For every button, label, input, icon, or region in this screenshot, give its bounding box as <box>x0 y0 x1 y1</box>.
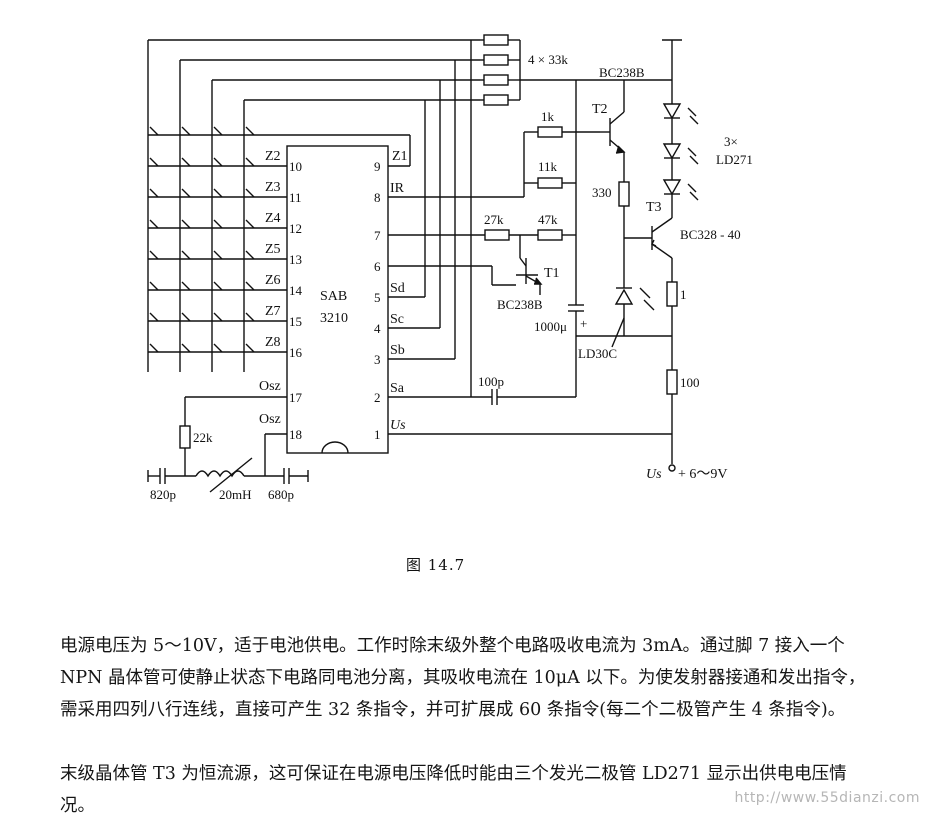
pin-label-z7: Z7 <box>265 304 281 319</box>
label-r-1: 1 <box>680 287 687 302</box>
label-led-type: LD271 <box>716 152 753 167</box>
pin-num-14: 14 <box>289 283 303 298</box>
right-pin-labels: 9 Z1 8 IR 7 6 5 Sd 4 Sc 3 Sb 2 Sa 1 Us <box>374 149 408 442</box>
left-pin-labels: Z2 10 Z3 11 Z4 12 Z5 13 Z6 14 Z7 15 Z8 1… <box>259 149 303 442</box>
label-t3-type: BC328 - 40 <box>680 227 741 242</box>
label-r-1k: 1k <box>541 109 555 124</box>
label-cap-100p: 100p <box>478 374 504 389</box>
pin-label-z3: Z3 <box>265 180 281 195</box>
label-r-100: 100 <box>680 375 700 390</box>
ir-resistors <box>410 126 600 198</box>
left-pin-stubs <box>258 165 287 435</box>
pin-label-sd: Sd <box>390 281 405 296</box>
resistor-array-4x33k <box>480 34 672 106</box>
label-r-22k: 22k <box>193 430 213 445</box>
pin-label-z2: Z2 <box>265 149 281 164</box>
label-t1: T1 <box>544 266 560 281</box>
pin-label-ir: IR <box>390 181 405 196</box>
pin-label-osz-17: Osz <box>259 379 281 394</box>
transistor-t3 <box>639 217 678 472</box>
label-cap-820p: 820p <box>150 487 176 502</box>
figure-caption: 图 14.7 <box>406 556 466 574</box>
pin-num-6: 6 <box>374 259 381 274</box>
pin-num-13: 13 <box>289 252 302 267</box>
label-led-count: 3× <box>724 134 738 149</box>
pin-label-z1: Z1 <box>392 149 408 164</box>
label-r-27k: 27k <box>484 212 504 227</box>
pin-num-7: 7 <box>374 228 381 243</box>
pin-num-5: 5 <box>374 290 381 305</box>
pin-num-12: 12 <box>289 221 302 236</box>
ic-number: 3210 <box>320 311 348 326</box>
pin-num-4: 4 <box>374 321 381 336</box>
label-cap-680p: 680p <box>268 487 294 502</box>
pin-num-2: 2 <box>374 390 381 405</box>
label-cap-plus: + <box>580 316 587 331</box>
transistor-t2 <box>600 80 626 182</box>
key-matrix <box>147 39 480 397</box>
pin-num-15: 15 <box>289 314 302 329</box>
label-cap-1000: 1000μ <box>534 319 567 334</box>
pin-num-3: 3 <box>374 352 381 367</box>
circuit-schematic: SAB 3210 Z2 10 Z3 11 Z4 12 Z5 13 Z6 14 Z… <box>147 34 753 502</box>
label-supply-us: Us <box>646 467 662 482</box>
pin-num-9: 9 <box>374 159 381 174</box>
ic-body <box>286 145 389 454</box>
r330-ld30c <box>611 181 652 348</box>
paragraph-1: 电源电压为 5～10V，适于电池供电。工作时除末级外整个电路吸收电流为 3mA。… <box>60 635 866 720</box>
pin-num-10: 10 <box>289 159 302 174</box>
pin-label-z4: Z4 <box>265 211 281 226</box>
pin-label-sa: Sa <box>390 381 405 396</box>
supply-rail <box>662 39 699 218</box>
pin-num-17: 17 <box>289 390 303 405</box>
ic-name: SAB <box>320 289 347 304</box>
pin-num-8: 8 <box>374 190 381 205</box>
pin-num-11: 11 <box>289 190 302 205</box>
label-t2: T2 <box>592 102 608 117</box>
pin-num-1: 1 <box>374 427 381 442</box>
pin-label-z6: Z6 <box>265 273 281 288</box>
label-resistor-array: 4 × 33k <box>528 52 568 67</box>
label-ld30c: LD30C <box>578 346 617 361</box>
watermark: http://www.55dianzi.com <box>734 790 920 806</box>
pin-label-z8: Z8 <box>265 335 281 350</box>
pin-num-16: 16 <box>289 345 303 360</box>
pin7-network <box>484 229 576 295</box>
pin-label-sb: Sb <box>390 343 405 358</box>
pin-label-z5: Z5 <box>265 242 281 257</box>
pin-label-osz-18: Osz <box>259 412 281 427</box>
label-t3: T3 <box>646 200 662 215</box>
right-pin-stubs <box>388 165 672 435</box>
label-r-47k: 47k <box>538 212 558 227</box>
ic-notch <box>321 441 349 454</box>
label-r-330: 330 <box>592 185 612 200</box>
pin-num-18: 18 <box>289 427 302 442</box>
label-supply-value: + 6～9V <box>678 467 728 482</box>
pin-label-us: Us <box>390 418 406 433</box>
paragraph-2: 末级晶体管 T3 为恒流源，这可保证在电源电压降低时能由三个发光二极管 LD27… <box>60 763 847 816</box>
cap-100p <box>471 336 577 405</box>
pin-label-sc: Sc <box>390 312 404 327</box>
label-r-11k: 11k <box>538 159 558 174</box>
label-t1-type: BC238B <box>497 297 543 312</box>
oscillator <box>147 396 309 493</box>
label-t2-type: BC238B <box>599 65 645 80</box>
label-inductor: 20mH <box>219 487 252 502</box>
